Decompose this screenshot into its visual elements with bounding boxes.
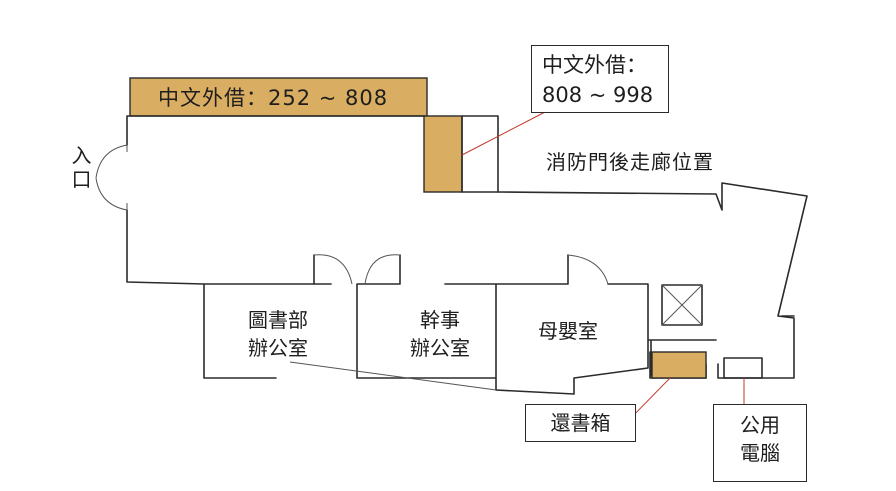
book-return-box-callout: 還書箱 [525,404,636,442]
book-return-box-label: 還書箱 [550,411,611,435]
public-computer-callout: 公用 電腦 [713,404,807,482]
book-return-box-area [651,351,707,379]
nursing-room-label: 母嬰室 [538,319,598,343]
box-cross-icon [661,284,703,326]
door-arc-nursing [567,254,609,285]
side-shelf-label-line2: 808 ~ 998 [542,83,654,107]
side-shelf-label-line1: 中文外借： [542,53,647,77]
entrance-door-arc [95,144,128,211]
executive-office-label-line1: 幹事 [420,308,460,332]
top-shelf-label: 中文外借：252 ~ 808 [158,86,389,110]
side-shelf-callout: 中文外借： 808 ~ 998 [531,45,669,113]
public-computer-label-line1: 公用 [740,413,780,437]
corridor-line [289,361,497,391]
fire-door-corridor-label: 消防門後走廊位置 [546,150,714,174]
side-shelf-area [423,115,463,193]
entrance-label: 入口 [68,145,92,193]
executive-office-label-line2: 辦公室 [410,336,470,360]
room-walls [313,254,795,395]
public-computer-label-line2: 電腦 [740,441,780,465]
top-shelf-area [129,77,428,117]
door-arc-library [313,254,353,285]
side-shelf-annex [461,115,499,193]
library-office-label-line2: 辦公室 [248,336,308,360]
door-arc-executive [364,254,401,285]
leader-side-shelf [461,110,548,156]
library-office-label-line1: 圖書部 [248,308,308,332]
public-computer-box [723,357,763,379]
